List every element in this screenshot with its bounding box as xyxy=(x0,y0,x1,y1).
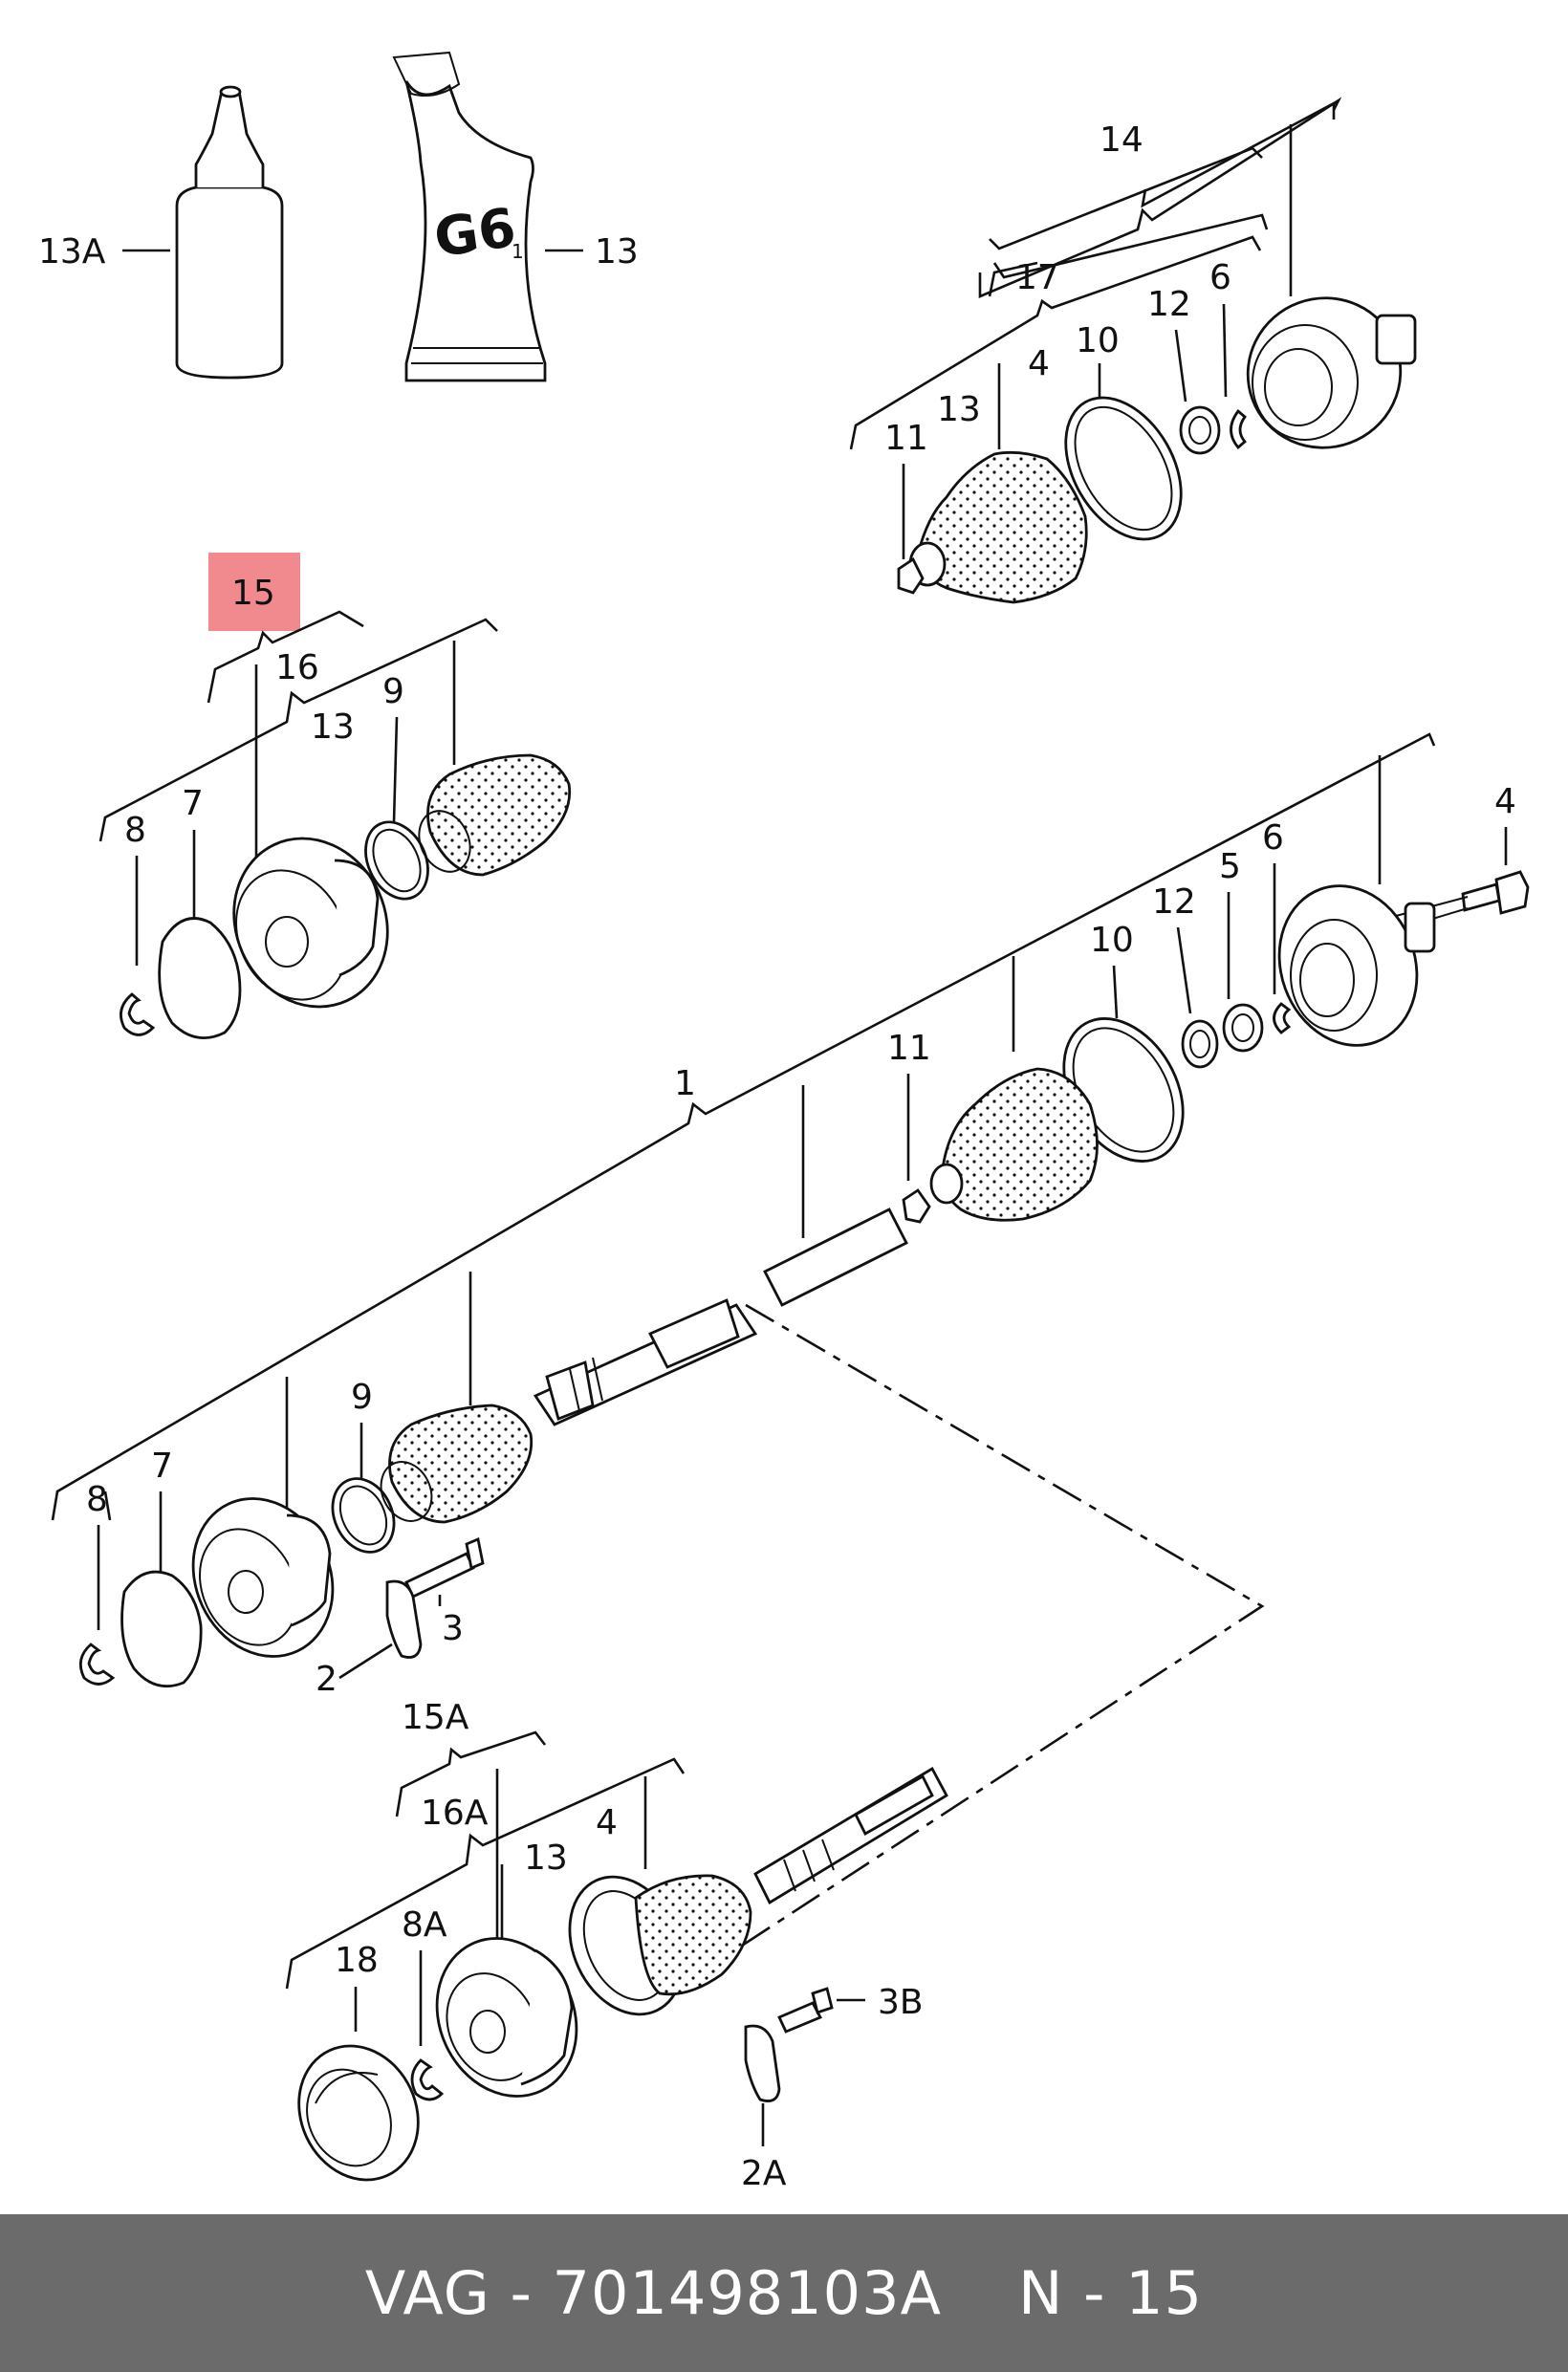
boot-top xyxy=(897,450,1088,604)
circlip-main xyxy=(78,1643,116,1686)
plate-2A xyxy=(744,2024,781,2102)
circlip-6 xyxy=(1273,1002,1292,1034)
plate-2 xyxy=(385,1579,423,1659)
boot-main-outer xyxy=(929,1067,1099,1222)
callout-14: 14 xyxy=(1100,120,1143,160)
gasket-main xyxy=(120,1570,203,1687)
callout-10-a: 10 xyxy=(1076,321,1120,360)
cv-joint-15 xyxy=(232,837,389,1009)
footer-page-prefix: N xyxy=(1017,2258,1064,2328)
callout-7-b: 7 xyxy=(182,784,204,823)
callout-2: 2 xyxy=(316,1660,338,1699)
cap-18 xyxy=(297,2044,420,2182)
callout-4-a: 4 xyxy=(1028,344,1050,383)
washer-12 xyxy=(1181,1019,1219,1069)
callout-8-b: 8 xyxy=(124,811,146,850)
ring-5 xyxy=(1222,1003,1264,1053)
callout-8-d: 8 xyxy=(86,1480,108,1519)
callout-12-a: 12 xyxy=(1147,285,1191,324)
callout-7-d: 7 xyxy=(151,1447,173,1486)
circlip-top xyxy=(1230,408,1247,449)
callout-3B: 3B xyxy=(878,1983,924,2022)
grease-tube xyxy=(392,51,547,382)
cv-joint-main xyxy=(191,1497,335,1658)
callout-18: 18 xyxy=(335,1941,379,1980)
callout-15: 15 xyxy=(231,574,275,613)
circlip-8A xyxy=(410,2058,445,2101)
callout-13-top: 13 xyxy=(595,232,639,272)
highlight-15 xyxy=(208,553,300,631)
footer-bar: VAG - 701498103A N - 15 xyxy=(0,2214,1568,2372)
callout-3: 3 xyxy=(442,1609,464,1648)
footer-page-number: 15 xyxy=(1125,2258,1204,2328)
thrust-washer-top xyxy=(1179,405,1221,455)
callout-6-a: 6 xyxy=(1209,258,1231,297)
callout-12-c: 12 xyxy=(1152,882,1196,922)
callout-10-c: 10 xyxy=(1090,921,1134,960)
footer-brand: VAG xyxy=(364,2258,490,2328)
callout-9-b: 9 xyxy=(382,672,404,711)
callout-6-c: 6 xyxy=(1262,818,1284,858)
callout-13-e: 13 xyxy=(524,1839,568,1878)
outer-joint-main xyxy=(1277,884,1436,1047)
callout-11-a: 11 xyxy=(884,419,928,458)
callout-13A-top: 13A xyxy=(38,232,106,272)
callout-16A: 16A xyxy=(421,1794,489,1833)
boot-15A xyxy=(568,1874,752,2016)
clamp-11 xyxy=(902,1188,931,1224)
bolt-3 xyxy=(404,1537,485,1599)
footer-page-separator: - xyxy=(1063,2258,1126,2328)
callout-4-c: 4 xyxy=(1494,782,1516,821)
gasket-15 xyxy=(158,917,242,1039)
drive-shaft xyxy=(533,1208,908,1426)
shaft-15A xyxy=(753,1767,948,1904)
tube-label-sub: 1 xyxy=(512,240,524,263)
callout-16: 16 xyxy=(275,648,319,687)
footer-separator: - xyxy=(490,2258,553,2328)
callout-17: 17 xyxy=(1015,258,1059,297)
callout-8A: 8A xyxy=(402,1905,447,1945)
callout-4-e: 4 xyxy=(596,1803,618,1842)
callout-13-a: 13 xyxy=(937,390,981,429)
callout-15A: 15A xyxy=(402,1698,469,1737)
bolt-3B xyxy=(777,1987,834,2034)
boot-15 xyxy=(418,753,572,877)
callout-5-c: 5 xyxy=(1219,847,1241,886)
grease-bottle xyxy=(175,85,284,380)
footer-part-number: 701498103A xyxy=(552,2258,942,2328)
callout-11-c: 11 xyxy=(887,1029,931,1068)
callout-9-d: 9 xyxy=(351,1378,373,1417)
boot-main-inner xyxy=(380,1404,534,1524)
tube-label-g6: G6 xyxy=(430,197,519,270)
callout-2A: 2A xyxy=(741,2154,787,2193)
clamp-9 xyxy=(331,1477,396,1554)
clamp-15 xyxy=(364,820,429,901)
circlip-15 xyxy=(120,992,156,1036)
callout-1: 1 xyxy=(674,1064,696,1103)
callout-13-b: 13 xyxy=(311,707,355,747)
hose-clamp-top xyxy=(1064,396,1183,541)
cv-joint-15A xyxy=(435,1937,578,2098)
outer-joint-top xyxy=(1246,296,1417,449)
